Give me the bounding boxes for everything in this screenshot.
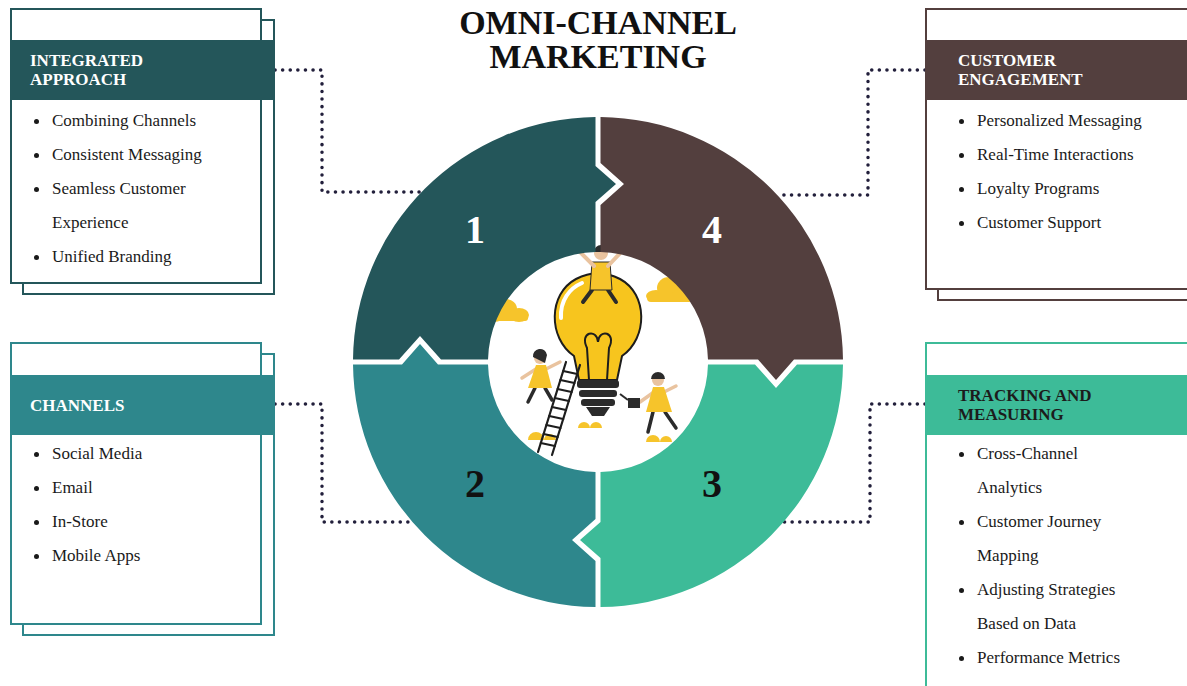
bullet-list: Cross-Channel AnalyticsCustomer Journey … bbox=[959, 437, 1132, 675]
lightbulb bbox=[555, 273, 642, 416]
header-band: CUSTOMER ENGAGEMENT bbox=[925, 40, 1187, 100]
bullet-item: Loyalty Programs bbox=[959, 172, 1177, 206]
step-number: 1 bbox=[465, 210, 485, 250]
info-panel: CUSTOMER ENGAGEMENT Personalized Messagin… bbox=[925, 8, 1187, 301]
bullet-list: Personalized MessagingReal-Time Interact… bbox=[959, 104, 1177, 240]
bullet-item: Customer Support bbox=[959, 206, 1177, 240]
puzzle-quadrant: 3 bbox=[598, 362, 843, 607]
puzzle-piece bbox=[353, 117, 616, 359]
bullet-item: Consistent Messaging bbox=[34, 138, 242, 172]
panel-heading: CHANNELS bbox=[30, 396, 180, 415]
bullet-item: Social Media bbox=[34, 437, 242, 471]
dotted-leader bbox=[777, 70, 925, 195]
info-panel: CHANNELS Social MediaEmailIn-StoreMobile … bbox=[10, 342, 275, 636]
puzzle-quadrant: 1 bbox=[353, 117, 598, 362]
bullet-item: In-Store bbox=[34, 505, 242, 539]
puzzle-quadrant: 2 bbox=[353, 362, 598, 607]
puzzle-quadrant: 4 bbox=[598, 117, 843, 362]
info-panel: INTEGRATED APPROACH Combining ChannelsCon… bbox=[10, 8, 275, 295]
bullet-item: Mobile Apps bbox=[34, 539, 242, 573]
header-band: TRACKING AND MEASURING bbox=[925, 375, 1187, 435]
puzzle-piece bbox=[601, 117, 843, 380]
header-band: INTEGRATED APPROACH bbox=[10, 40, 275, 100]
bullet-item: Combining Channels bbox=[34, 104, 242, 138]
bullet-item: Seamless Customer Experience bbox=[34, 172, 242, 240]
bullet-item: Email bbox=[34, 471, 242, 505]
puzzle-piece bbox=[353, 344, 595, 607]
bullet-item: Personalized Messaging bbox=[959, 104, 1177, 138]
person-left bbox=[522, 349, 560, 402]
bullet-item: Adjusting Strategies Based on Data bbox=[959, 573, 1132, 641]
dotted-leader bbox=[275, 70, 422, 192]
panel-heading: TRACKING AND MEASURING bbox=[958, 386, 1108, 424]
bullet-list: Social MediaEmailIn-StoreMobile Apps bbox=[34, 437, 242, 573]
bullet-list: Combining ChannelsConsistent MessagingSe… bbox=[34, 104, 242, 274]
panel-heading: INTEGRATED APPROACH bbox=[30, 51, 180, 89]
bullet-item: Real-Time Interactions bbox=[959, 138, 1177, 172]
puzzle-piece bbox=[580, 365, 843, 607]
info-panel: TRACKING AND MEASURING Cross-Channel Anal… bbox=[925, 342, 1187, 686]
bullet-item: Unified Branding bbox=[34, 240, 242, 274]
step-number: 2 bbox=[465, 464, 485, 504]
bullet-item: Customer Journey Mapping bbox=[959, 505, 1132, 573]
person-right bbox=[620, 372, 676, 432]
header-band: CHANNELS bbox=[10, 375, 275, 435]
diagram-title: OMNI-CHANNEL MARKETING bbox=[438, 6, 758, 74]
panel-heading: CUSTOMER ENGAGEMENT bbox=[958, 51, 1108, 89]
bullet-item: Cross-Channel Analytics bbox=[959, 437, 1132, 505]
step-number: 3 bbox=[702, 464, 722, 504]
bullet-item: Performance Metrics bbox=[959, 641, 1132, 675]
step-number: 4 bbox=[702, 210, 722, 250]
